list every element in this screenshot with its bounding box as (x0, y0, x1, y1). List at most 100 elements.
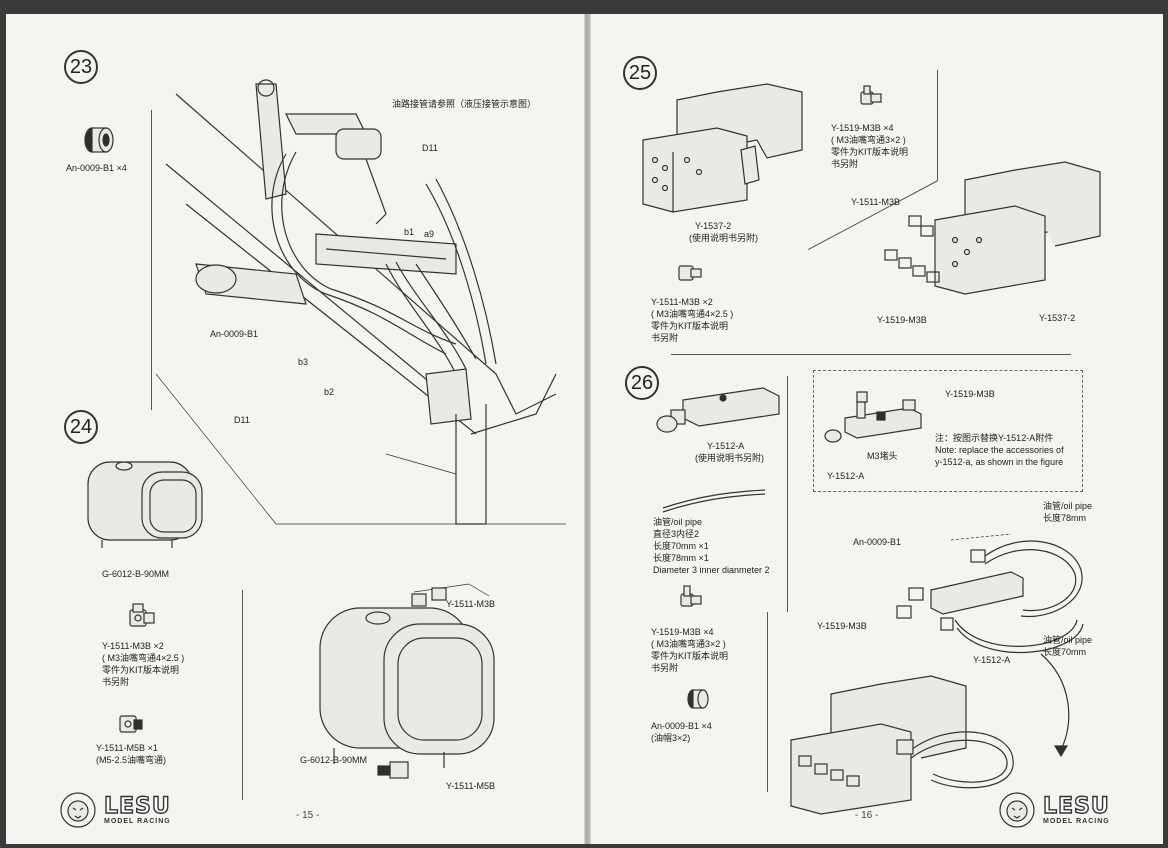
assembly-label-y1519: Y-1519-M3B (817, 621, 867, 631)
fitting-mid-note: 零件为KIT版本说明 (651, 321, 729, 331)
oil-tank-assembly (319, 583, 495, 779)
label-d11-bottom: D11 (234, 415, 250, 425)
elbow-fitting-m3b-illustration (129, 603, 155, 627)
valve-note: (使用说明书另附) (689, 233, 758, 243)
brand-logo: LESU MODEL RACING (997, 790, 1110, 830)
fitting-top-desc: ( M3油嘴弯通3×2 ) (831, 135, 906, 145)
elbow-fitting-m5b-illustration (119, 715, 143, 733)
fitting-y1519-code: Y-1519-M3B ×4 (651, 627, 714, 637)
lion-icon (60, 792, 96, 828)
pipe-line-3: 长度78mm ×1 (653, 553, 709, 563)
fitting-an0009-code: An-0009-B1 ×4 (651, 721, 712, 731)
fitting-an0009-desc: (油帽3×2) (651, 733, 691, 743)
assembly-label-y1511: Y-1511-M3B (851, 197, 901, 207)
assembly-label-pipe78-b: 长度78mm (1043, 513, 1087, 523)
fitting-y1519-desc: ( M3油嘴弯通3×2 ) (651, 639, 726, 649)
hydraulic-note: 油路接管请参照（液压接管示意图） (392, 99, 537, 109)
fitting-top-note2: 书另附 (831, 159, 859, 169)
manual-page-16: 25 Y-1537-2 (使用说明书另附) Y-1519-M3B ×4 ( M3… (590, 14, 1163, 844)
block-note: (使用说明书另附) (695, 453, 764, 463)
assembly-label-m5b: Y-1511-M5B (446, 781, 496, 791)
fitting-top-note: 零件为KIT版本说明 (831, 147, 909, 157)
valve-fitting-assembly (884, 161, 1101, 295)
valve-block-illustration (642, 83, 803, 213)
fitting-m5b-desc: (M5-2.5油嘴弯通) (96, 755, 167, 765)
fitting-m3b-code: Y-1511-M3B ×2 (102, 641, 164, 651)
pipe-title: 油管/oil pipe (653, 517, 703, 527)
divider-line (151, 110, 152, 410)
assembly-label-pipe70-a: 油管/oil pipe (1043, 635, 1093, 645)
elbow-fitting-y1519-illustration (860, 85, 882, 105)
manual-page-15: 23 An-0009-B1 ×4 油路接管请参照（液压接管示意图） D (6, 14, 585, 844)
assembly-label-m3b: Y-1511-M3B (446, 599, 496, 609)
pipe-line-4: Diameter 3 inner dianmeter 2 (653, 565, 770, 575)
arrow-down-icon (1040, 653, 1070, 758)
fitting-mid-code: Y-1511-M3B ×2 (651, 297, 713, 307)
assembly-label-pipe70-b: 长度70mm (1043, 647, 1087, 657)
divider-line (767, 612, 768, 792)
logo-brand-text: LESU (103, 793, 171, 819)
valve-label: Y-1537-2 (695, 221, 732, 231)
assembly-label-y1519: Y-1519-M3B (877, 315, 927, 325)
logo-brand-text: LESU (1042, 793, 1110, 819)
page-number: - 15 - (296, 810, 320, 821)
section-separator (155, 373, 566, 525)
part-label-an0009: An-0009-B1 ×4 (66, 163, 127, 173)
brand-logo: LESU MODEL RACING (58, 790, 171, 830)
fitting-mid-note2: 书另附 (651, 333, 679, 343)
divider-line (242, 590, 243, 800)
elbow-fitting-y1519-illustration (680, 585, 702, 607)
fitting-m5b-code: Y-1511-M5B ×1 (96, 743, 158, 753)
label-an0009-assembly: An-0009-B1 (210, 329, 259, 339)
fitting-m3b-note2: 书另附 (102, 677, 130, 687)
fitting-m3b-note: 零件为KIT版本说明 (102, 665, 180, 675)
step-23-badge: 23 (64, 50, 98, 84)
fitting-top-code: Y-1519-M3B ×4 (831, 123, 894, 133)
box-label-y1512: Y-1512-A (827, 471, 865, 481)
replacement-detail-illustration (824, 391, 922, 443)
step-24-badge: 24 (64, 410, 98, 444)
page-number: - 16 - (855, 810, 879, 821)
pipe-line-1: 直径3内径2 (653, 529, 700, 539)
fitting-mid-desc: ( M3油嘴弯通4×2.5 ) (651, 309, 734, 319)
assembly-label-tank: G-6012-B-90MM (300, 755, 368, 765)
step-26-badge: 26 (625, 366, 659, 400)
chassis-hydraulic-assembly (165, 79, 557, 525)
divider-line (937, 70, 938, 180)
block-label: Y-1512-A (707, 441, 745, 451)
assembly-label-an0009: An-0009-B1 (853, 537, 902, 547)
pipe-line-2: 长度70mm ×1 (653, 541, 709, 551)
cap-part-illustration (687, 689, 709, 709)
label-a9: a9 (424, 229, 435, 239)
box-label-plug: M3堵头 (867, 451, 898, 461)
fitting-y1519-note: 零件为KIT版本说明 (651, 651, 729, 661)
logo-subtitle: MODEL RACING (104, 817, 171, 825)
box-note-en-2: y-1512-a, as shown in the figure (935, 457, 1064, 467)
label-d11-top: D11 (422, 143, 438, 153)
distribution-block-illustration (656, 387, 780, 433)
oil-pipe-illustration (662, 489, 766, 513)
fitting-m3b-desc: ( M3油嘴弯通4×2.5 ) (102, 653, 185, 663)
pipe-block-assembly (896, 533, 1084, 654)
oil-tank-illustration (87, 461, 203, 548)
divider-line (787, 376, 788, 612)
tank-label: G-6012-B-90MM (102, 569, 170, 579)
elbow-fitting-y1511-illustration (678, 265, 702, 281)
lion-icon (999, 792, 1035, 828)
assembly-label-y1512: Y-1512-A (973, 655, 1011, 665)
box-note-cn: 注：按图示替换Y-1512-A附件 (935, 433, 1054, 443)
label-b1: b1 (404, 227, 415, 237)
box-note-en-1: Note: replace the accessories of (935, 445, 1064, 455)
assembly-label-y1537: Y-1537-2 (1039, 313, 1076, 323)
assembly-label-pipe78-a: 油管/oil pipe (1043, 501, 1093, 511)
final-valve-assembly (790, 675, 1014, 815)
box-label-y1519: Y-1519-M3B (945, 389, 995, 399)
label-b2: b2 (324, 387, 335, 397)
fitting-y1519-note2: 书另附 (651, 663, 679, 673)
label-b3: b3 (298, 357, 309, 367)
replacement-note-box (813, 370, 1083, 492)
divider-line (671, 354, 1071, 355)
logo-subtitle: MODEL RACING (1043, 817, 1110, 825)
cap-part-illustration (84, 127, 114, 153)
step-25-badge: 25 (623, 56, 657, 90)
